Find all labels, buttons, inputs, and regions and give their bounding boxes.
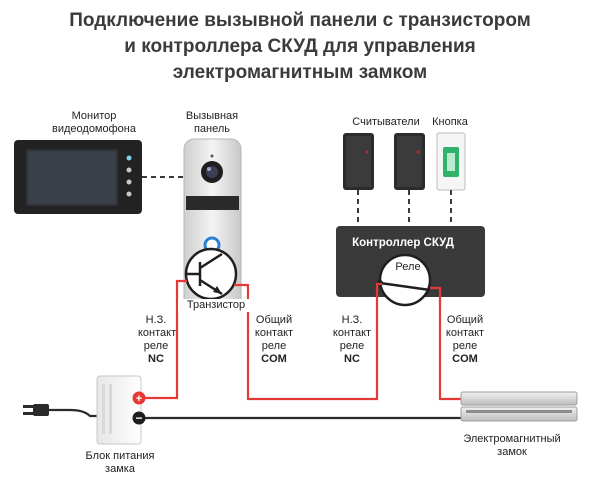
relay-label: Реле [395,261,420,273]
nc-right-line-1: Н.З. [341,314,363,326]
psu-label-line-2: замка [105,463,135,475]
transistor-label: Транзистор [178,299,254,312]
mains-cord [48,408,97,418]
com-left-line-2: контакт [254,327,294,339]
title-line-1: Подключение вызывной панели с транзистор… [69,10,531,31]
com-right-label: Общий контакт реле COM [443,314,487,366]
wire-psu-plus-to-panel-nc [140,279,187,400]
nc-left-line-4: NC [148,353,164,365]
mains-plug [23,404,49,416]
relay-symbol [377,253,432,307]
nc-left-line-1: Н.З. [145,314,167,326]
card-reader-2 [394,133,425,190]
com-left-line-1: Общий [255,314,293,326]
com-left-line-4: COM [261,353,287,365]
lock-label-line-2: замок [497,446,527,458]
readers-label: Считыватели [352,116,420,128]
lock-label-line-1: Электромагнитный [463,433,561,445]
psu-label: Блок питания замка [72,450,168,476]
com-left-label: Общий контакт реле COM [252,314,296,366]
call-panel-label: Вызывная панель [172,110,252,136]
card-reader-1 [343,133,374,190]
minus-sign: − [135,411,142,425]
exit-button [436,132,466,191]
com-right-line-4: COM [452,353,478,365]
title-line-3: электромагнитным замком [172,62,428,83]
electromagnetic-lock [460,391,578,422]
intercom-monitor [14,140,142,214]
monitor-label-line-2: видеодомофона [52,123,136,135]
wire-panel-com-to-controller-nc [234,282,382,401]
nc-right-line-4: NC [344,353,360,365]
controller-label: Контроллер СКУД [352,237,454,249]
button-label: Кнопка [432,116,468,128]
com-right-line-2: контакт [445,327,485,339]
title-line-2: и контроллера СКУД для управления [124,36,476,57]
monitor-label: Монитор видеодомофона [39,110,149,136]
lock-label: Электромагнитный замок [452,433,572,459]
monitor-label-line-1: Монитор [71,110,117,122]
wire-controller-com-to-lock [430,286,461,401]
call-panel-label-line-2: панель [193,123,231,135]
nc-right-line-2: контакт [332,327,372,339]
nc-left-label: Н.З. контакт реле NC [138,314,177,366]
psu-plus-terminal [132,391,146,405]
nc-right-label: Н.З. контакт реле NC [332,314,372,366]
nc-left-line-2: контакт [138,327,177,339]
nc-left-line-3: реле [143,340,169,352]
psu-minus-terminal [132,411,146,425]
plus-sign: + [136,393,142,405]
com-right-line-1: Общий [446,314,484,326]
com-right-line-3: реле [452,340,478,352]
psu-label-line-1: Блок питания [85,450,155,462]
call-panel-label-line-1: Вызывная [185,110,239,122]
reader-controller-links [357,190,452,226]
com-left-line-3: реле [261,340,287,352]
diagram-title: Подключение вызывной панели с транзистор… [0,8,600,86]
transistor-symbol [184,247,238,301]
wires [48,279,465,420]
lock-power-supply [96,375,146,445]
nc-right-line-3: реле [339,340,365,352]
